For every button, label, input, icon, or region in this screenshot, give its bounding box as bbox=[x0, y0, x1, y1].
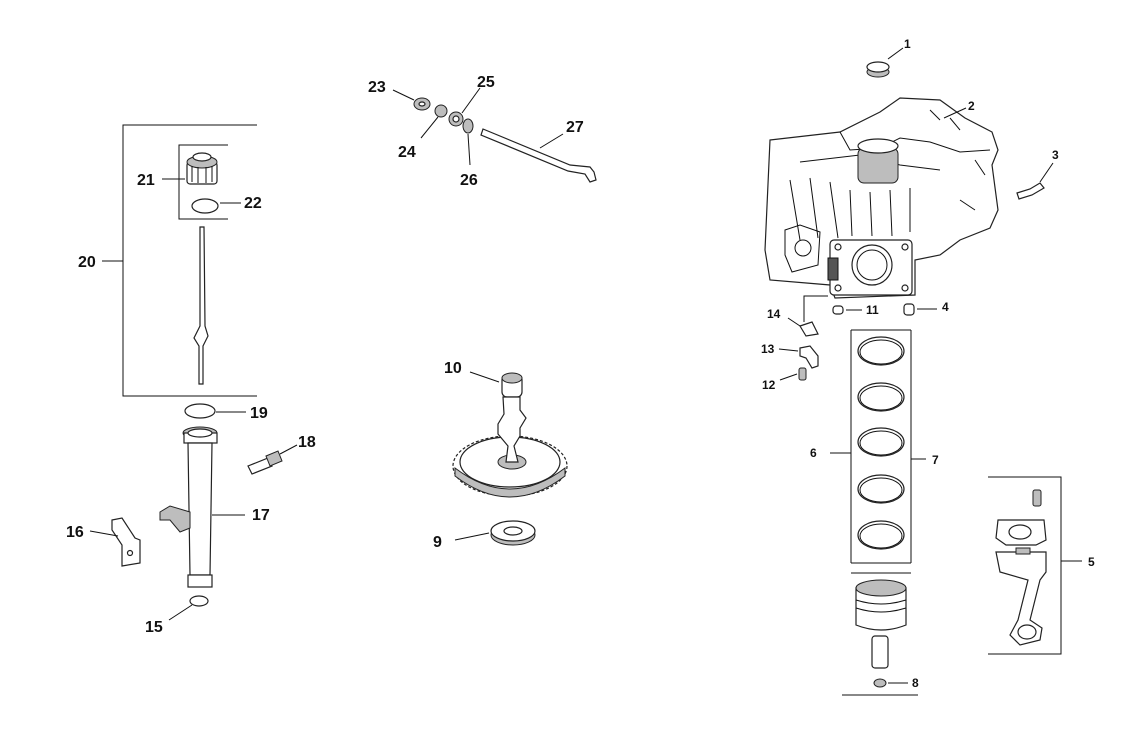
leader-12 bbox=[779, 373, 798, 381]
callout-23: 23 bbox=[368, 79, 386, 96]
part-14 bbox=[799, 321, 819, 337]
callout-25: 25 bbox=[477, 74, 495, 91]
callout-5: 5 bbox=[1088, 555, 1095, 569]
callout-14: 14 bbox=[767, 307, 781, 321]
dipstick-cap-part bbox=[186, 152, 218, 185]
callout-15: 15 bbox=[145, 619, 163, 636]
callout-13: 13 bbox=[761, 342, 775, 356]
callout-21: 21 bbox=[137, 172, 155, 189]
breather-tube-group: 23 24 25 26 27 bbox=[368, 74, 597, 189]
piston-part bbox=[855, 579, 907, 688]
leader-14-bracket bbox=[803, 295, 828, 322]
leader-14 bbox=[787, 317, 801, 327]
breather-tube-27-part bbox=[480, 128, 597, 183]
leader-15 bbox=[168, 604, 193, 621]
leader-18 bbox=[279, 444, 298, 455]
callout-26: 26 bbox=[460, 172, 478, 189]
leader-10 bbox=[469, 371, 500, 383]
callout-2: 2 bbox=[968, 99, 975, 113]
callout-8: 8 bbox=[912, 676, 919, 690]
crankcase-group: 1 2 3 4 bbox=[761, 37, 1095, 696]
callout-27: 27 bbox=[566, 119, 584, 136]
callout-4: 4 bbox=[942, 300, 949, 314]
leader-25 bbox=[461, 87, 481, 114]
part-13 bbox=[799, 345, 819, 369]
callout-1: 1 bbox=[904, 37, 911, 51]
oil-fill-tube-part bbox=[159, 426, 218, 588]
leader-1 bbox=[887, 47, 904, 60]
leader-3 bbox=[1039, 162, 1054, 183]
callout-10: 10 bbox=[444, 360, 462, 377]
callout-22: 22 bbox=[244, 195, 262, 212]
camshaft-10-part bbox=[452, 372, 568, 498]
leader-24 bbox=[420, 116, 439, 139]
callout-7: 7 bbox=[932, 453, 939, 467]
dipstick-blade-part bbox=[193, 226, 209, 385]
connecting-rod-part bbox=[995, 489, 1047, 646]
callout-11: 11 bbox=[866, 303, 879, 317]
dowel-pin-11-part bbox=[832, 305, 844, 315]
bracket-16-part bbox=[111, 517, 141, 567]
leader-2 bbox=[943, 107, 967, 119]
callout-17: 17 bbox=[252, 507, 270, 524]
dowel-pin-4-part bbox=[903, 303, 915, 316]
grommet-24-part bbox=[434, 104, 448, 118]
piston-rings-part bbox=[857, 336, 905, 550]
oil-seal-1-part bbox=[866, 61, 890, 78]
part-12 bbox=[798, 367, 807, 381]
o-ring-22-part bbox=[191, 198, 219, 214]
leader-26 bbox=[467, 133, 471, 166]
o-ring-19-part bbox=[184, 403, 216, 419]
callout-19: 19 bbox=[250, 405, 268, 422]
callout-9: 9 bbox=[433, 534, 442, 551]
callout-24: 24 bbox=[398, 144, 416, 161]
leader-13 bbox=[778, 348, 799, 352]
breather-hose-3-part bbox=[1016, 182, 1045, 200]
leader-23 bbox=[392, 89, 415, 101]
callout-20: 20 bbox=[78, 254, 96, 271]
callout-12: 12 bbox=[762, 378, 776, 392]
leader-16 bbox=[89, 530, 119, 537]
leader-27 bbox=[539, 133, 564, 149]
leader-9 bbox=[454, 532, 490, 541]
callout-3: 3 bbox=[1052, 148, 1059, 162]
dipstick-assembly-group: 20 21 22 19 bbox=[66, 124, 316, 636]
screw-18-part bbox=[247, 450, 283, 475]
camshaft-group: 10 9 bbox=[433, 360, 568, 551]
callout-18: 18 bbox=[298, 434, 316, 451]
crankcase-2-part bbox=[764, 97, 999, 299]
bracket-21-22 bbox=[178, 144, 228, 220]
thrust-washer-9-part bbox=[490, 520, 536, 546]
washer-26-part bbox=[462, 118, 474, 134]
bracket-5 bbox=[988, 476, 1062, 655]
o-ring-15-part bbox=[189, 595, 209, 607]
callout-16: 16 bbox=[66, 524, 84, 541]
callout-6: 6 bbox=[810, 446, 817, 460]
